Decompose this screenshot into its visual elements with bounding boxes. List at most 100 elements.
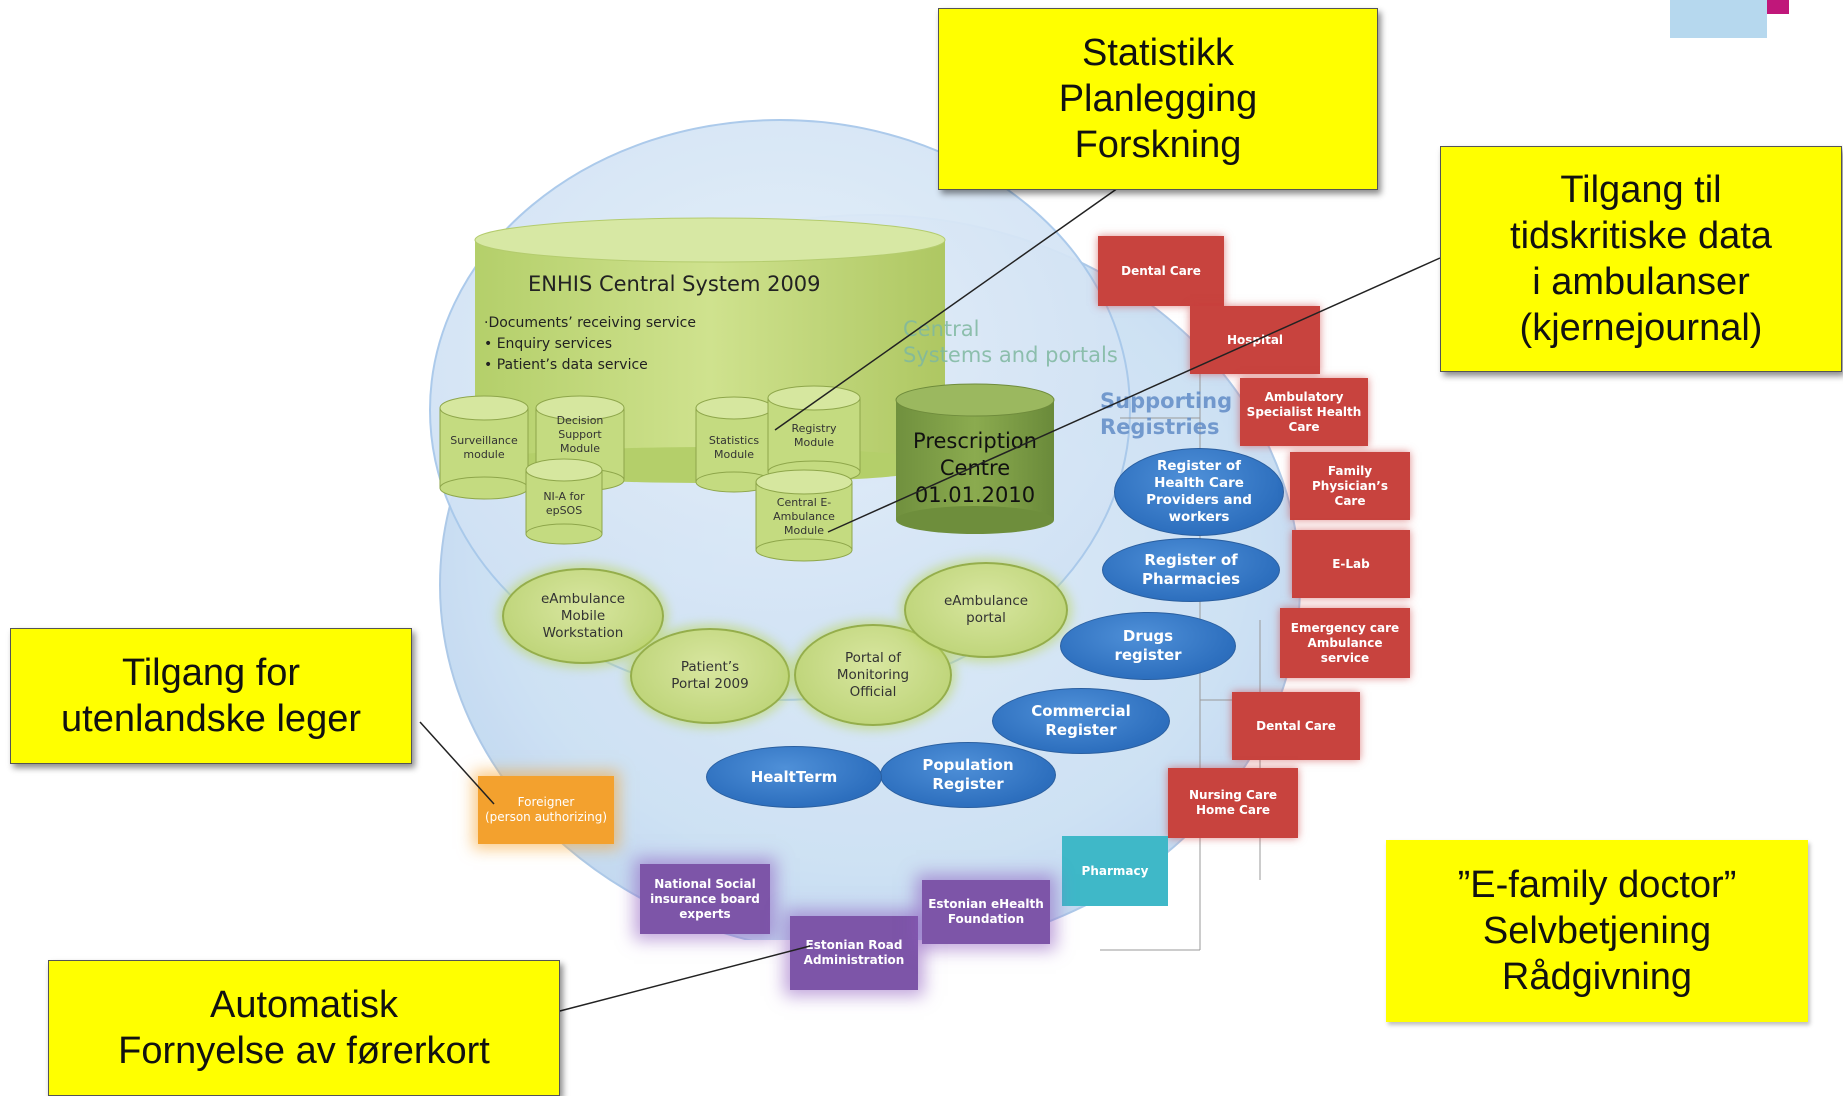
surveillance-line1: Surveillance — [450, 434, 518, 447]
nsib-line2: insurance board — [650, 891, 760, 906]
dental-care-box-2[interactable]: Dental Care — [1232, 692, 1360, 760]
pharmacy-label: Pharmacy — [1081, 864, 1149, 878]
statistikk-line2: Planlegging — [1058, 78, 1258, 120]
eambulance-mobile-workstation[interactable]: eAmbulance Mobile Workstation — [502, 568, 664, 664]
callout-efamily-doctor: ”E-family doctor” Selvbetjening Rådgivni… — [1386, 840, 1808, 1022]
statistikk-line3: Forskning — [1074, 124, 1242, 166]
pharmacy-box[interactable]: Pharmacy — [1062, 836, 1168, 906]
providers-line3: Providers and — [1146, 492, 1252, 508]
elab-box[interactable]: E-Lab — [1292, 530, 1410, 598]
supporting-label-line1: Supporting — [1100, 389, 1233, 413]
supporting-label-line2: Registries — [1100, 415, 1220, 439]
register-health-care-providers[interactable]: Register of Health Care Providers and wo… — [1114, 448, 1284, 536]
pharmacies-line2: Pharmacies — [1141, 570, 1241, 588]
family-line2: Care — [1334, 493, 1366, 508]
drugs-line2: register — [1114, 646, 1182, 664]
patient-portal-line1: Patient’s — [680, 659, 740, 675]
providers-line1: Register of — [1157, 458, 1241, 474]
registry-line2: Module — [794, 436, 834, 449]
decision-line3: Module — [560, 442, 600, 455]
tilgang-tid-line4: (kjernejournal) — [1519, 307, 1763, 349]
ambulatory-line3: Care — [1288, 419, 1320, 434]
prescription-centre: Prescription Centre 01.01.2010 — [896, 428, 1054, 509]
statistics-module: Statistics Module — [696, 434, 772, 462]
registry-module: Registry Module — [768, 422, 860, 450]
pharmacies-line1: Register of — [1144, 551, 1238, 569]
emergency-care-box[interactable]: Emergency care Ambulance service — [1280, 608, 1410, 678]
healtterm[interactable]: HealtTerm — [706, 746, 882, 808]
estonian-ehealth-foundation-box[interactable]: Estonian eHealth Foundation — [922, 880, 1050, 944]
family-line1: Family Physician’s — [1312, 463, 1388, 493]
healtterm-label: HealtTerm — [750, 767, 838, 786]
eambulance-portal[interactable]: eAmbulance portal — [904, 562, 1068, 658]
automatisk-line1: Automatisk — [210, 984, 398, 1026]
service-enquiry: • Enquiry services — [484, 336, 613, 352]
surveillance-module: Surveillance module — [440, 434, 528, 462]
population-register[interactable]: Population Register — [880, 742, 1056, 808]
supporting-registries-label: Supporting Registries — [1100, 388, 1232, 440]
family-physician-box[interactable]: Family Physician’s Care — [1290, 452, 1410, 520]
prescription-line1: Prescription — [913, 429, 1037, 453]
decision-line2: Support — [558, 428, 602, 441]
eamb-module-line3: Module — [784, 524, 824, 537]
commercial-register[interactable]: Commercial Register — [992, 688, 1170, 754]
tilgang-tid-line3: i ambulanser — [1532, 261, 1750, 303]
emergency-line3: service — [1320, 650, 1370, 665]
eamb-portal-line2: portal — [966, 610, 1006, 626]
dental-care-box-1[interactable]: Dental Care — [1098, 236, 1224, 306]
foreigner-line1: Foreigner — [517, 795, 575, 809]
prescription-line3: 01.01.2010 — [914, 483, 1036, 507]
corner-logo — [1670, 0, 1843, 38]
foreigner-box[interactable]: Foreigner (person authorizing) — [478, 776, 614, 844]
road-line1: Estonian Road — [805, 938, 903, 952]
mobile-line2: Mobile — [560, 607, 606, 624]
monitoring-line3: Official — [849, 683, 897, 700]
emergency-line1: Emergency care — [1290, 620, 1400, 635]
tilgang-leger-line1: Tilgang for — [121, 652, 301, 694]
efamily-line3: Rådgivning — [1501, 956, 1693, 998]
register-of-pharmacies[interactable]: Register of Pharmacies — [1102, 538, 1280, 602]
statistics-line2: Module — [714, 448, 754, 461]
service-patient-data: • Patient’s data service — [484, 357, 648, 373]
drugs-line1: Drugs — [1122, 627, 1174, 645]
nsib-line3: experts — [679, 906, 731, 921]
providers-line2: Health Care — [1154, 475, 1244, 491]
tilgang-tid-line2: tidskritiske data — [1510, 215, 1772, 257]
surveillance-line2: module — [463, 448, 505, 461]
registry-line1: Registry — [791, 422, 837, 435]
ambulatory-line2: Specialist Health — [1246, 404, 1362, 419]
dental1-label: Dental Care — [1121, 263, 1201, 278]
nia-line1: NI-A for — [543, 490, 585, 503]
drugs-register[interactable]: Drugs register — [1060, 612, 1236, 680]
hospital-label: Hospital — [1226, 332, 1284, 347]
ambulatory-specialist-box[interactable]: Ambulatory Specialist Health Care — [1240, 378, 1368, 446]
nursing-home-care-box[interactable]: Nursing Care Home Care — [1168, 768, 1298, 838]
elab-label: E-Lab — [1332, 556, 1370, 571]
efamily-line1: ”E-family doctor” — [1457, 864, 1737, 906]
logo-graphic — [1670, 0, 1789, 38]
central-label-line2: Systems and portals — [903, 343, 1118, 367]
callout-tilgang-leger: Tilgang for utenlandske leger — [10, 628, 412, 764]
patients-portal[interactable]: Patient’s Portal 2009 — [630, 628, 790, 724]
prescription-line2: Centre — [939, 456, 1011, 480]
central-systems-label: Central Systems and portals — [903, 316, 1118, 368]
population-line1: Population — [922, 756, 1014, 774]
service-documents: ·Documents’ receiving service — [484, 315, 696, 331]
eamb-module-line2: Ambulance — [773, 510, 835, 523]
nsib-line1: National Social — [654, 876, 756, 891]
callout-statistikk: Statistikk Planlegging Forskning — [938, 8, 1378, 190]
hospital-box[interactable]: Hospital — [1190, 306, 1320, 374]
nia-cylinder — [525, 458, 603, 545]
nia-epsos-module: NI-A for epSOS — [526, 490, 602, 518]
estonian-road-administration-box[interactable]: Estonian Road Administration — [790, 916, 918, 990]
foreigner-line2: (person authorizing) — [484, 810, 608, 824]
nursing-line1: Nursing Care — [1188, 788, 1278, 802]
ambulatory-line1: Ambulatory — [1264, 389, 1344, 404]
eamb-module-line1: Central E- — [776, 496, 832, 509]
automatisk-line2: Fornyelse av førerkort — [118, 1030, 490, 1072]
national-social-insurance-box[interactable]: National Social insurance board experts — [640, 864, 770, 934]
statistics-cylinder — [695, 396, 773, 493]
tilgang-tid-line1: Tilgang til — [1560, 169, 1722, 211]
central-eambulance-module: Central E- Ambulance Module — [756, 496, 852, 538]
callout-tilgang-tidskritiske: Tilgang til tidskritiske data i ambulans… — [1440, 146, 1842, 372]
